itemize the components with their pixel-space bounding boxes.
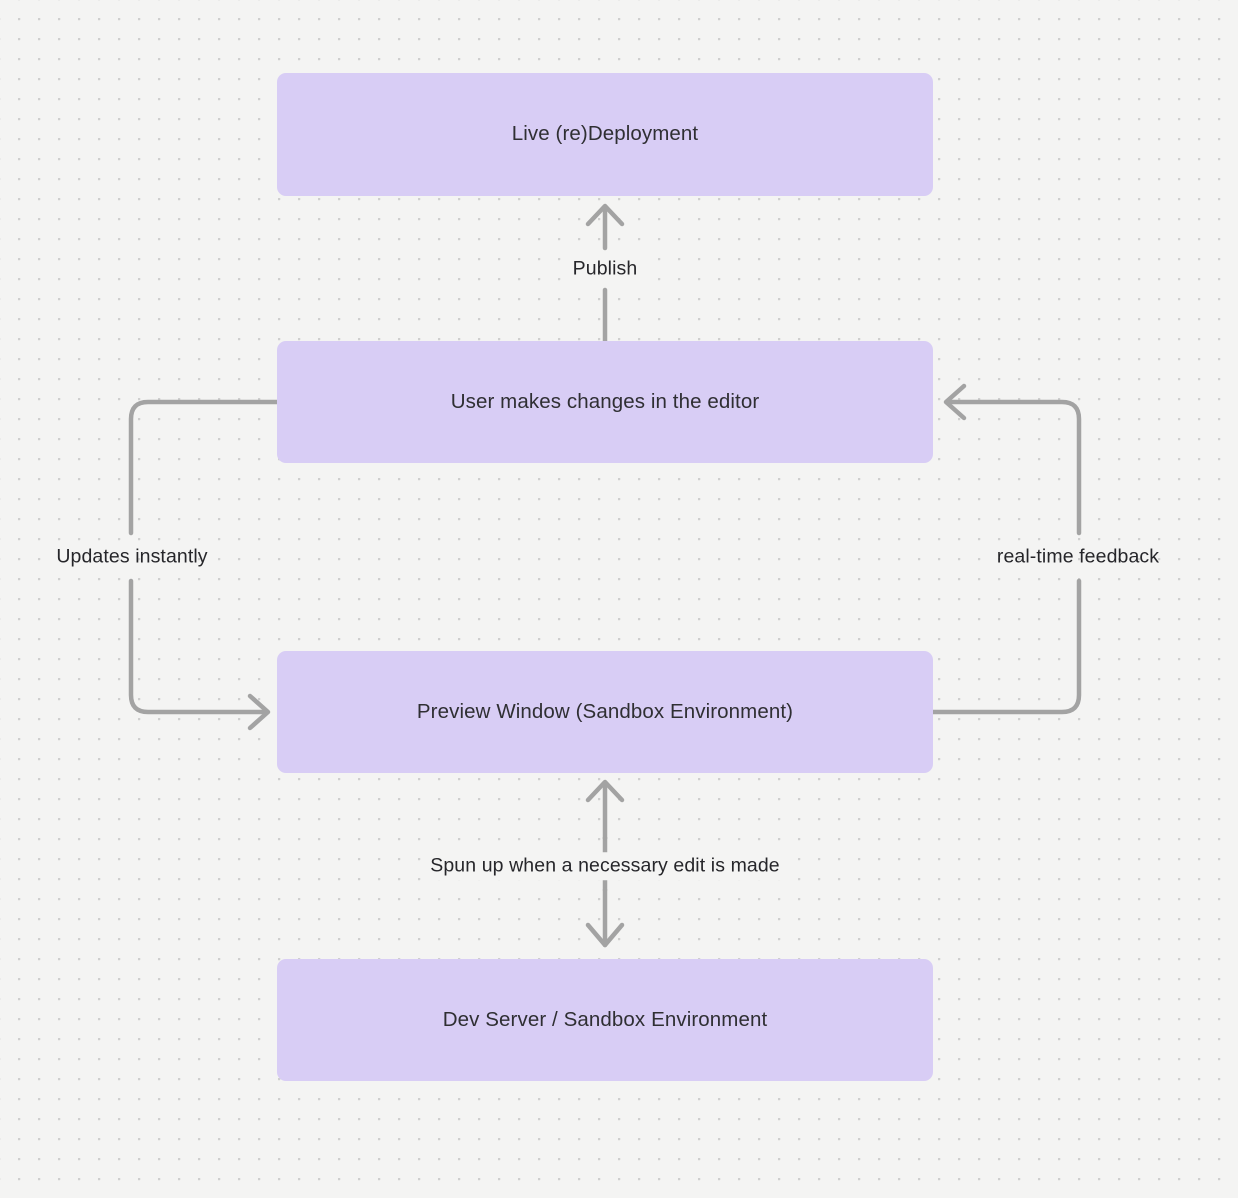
node-preview-window[interactable]: Preview Window (Sandbox Environment) (277, 651, 933, 773)
node-user-edits[interactable]: User makes changes in the editor (277, 341, 933, 463)
node-label-dev-server: Dev Server / Sandbox Environment (442, 1007, 768, 1031)
node-dev-server[interactable]: Dev Server / Sandbox Environment (277, 959, 933, 1081)
node-label-user-edits: User makes changes in the editor (450, 389, 760, 413)
edge-label-real-time-feedback: real-time feedback (996, 545, 1160, 568)
edge-label-updates-instantly: Updates instantly (56, 545, 208, 568)
edge-label-spun-up: Spun up when a necessary edit is made (423, 852, 787, 880)
node-live-deployment[interactable]: Live (re)Deployment (277, 73, 933, 196)
node-label-preview-window: Preview Window (Sandbox Environment) (416, 699, 794, 723)
node-label-live-deployment: Live (re)Deployment (511, 122, 699, 146)
edge-label-publish: Publish (565, 255, 645, 283)
